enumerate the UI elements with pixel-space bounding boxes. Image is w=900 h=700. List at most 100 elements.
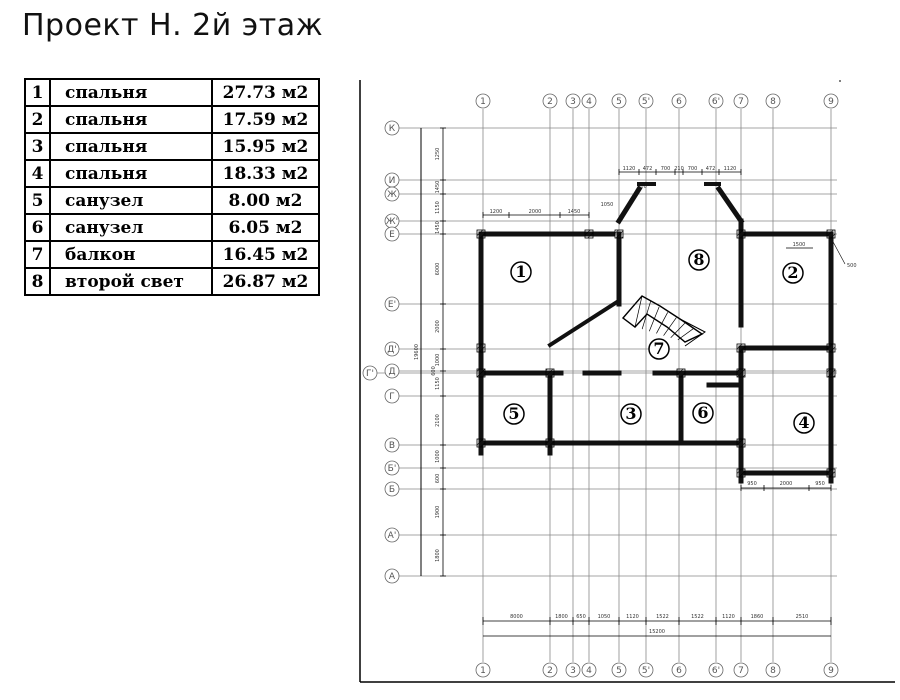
dimension-label: 1450 xyxy=(568,209,581,215)
post xyxy=(736,343,746,353)
axis-bubble-col xyxy=(581,662,597,678)
wall-segment xyxy=(547,299,620,348)
stair-tread xyxy=(641,301,651,330)
dimension-label: 8000 xyxy=(510,614,523,620)
room-marker-label: 5 xyxy=(508,404,519,423)
dimension-label: 6000 xyxy=(435,263,441,276)
axis-bubble-col xyxy=(765,93,781,109)
stair-tread xyxy=(634,295,643,328)
dimension-label: 2000 xyxy=(435,320,441,333)
axis-label-col: 2 xyxy=(547,97,553,107)
axis-bubble-col xyxy=(565,93,581,109)
room-marker-label: 2 xyxy=(787,263,798,282)
axis-bubble-col xyxy=(542,662,558,678)
axis-label-col: 2 xyxy=(547,666,553,676)
axis-label-col: 9 xyxy=(828,666,834,676)
axis-label-row: Ж' xyxy=(386,217,398,227)
post xyxy=(476,368,486,378)
axis-bubbles: 11223344555'5'666'6'778899КИЖЖ'ЕЕ'Д'ДГ'Г… xyxy=(362,93,839,678)
room-marker xyxy=(782,262,804,284)
dimension-label: 1522 xyxy=(691,614,704,620)
axis-bubble-col xyxy=(638,662,654,678)
room-area: 15.95 м2 xyxy=(211,132,320,161)
dimension-label: 2100 xyxy=(435,414,441,427)
dimension-label: 2510 xyxy=(796,614,809,620)
axis-bubble-col xyxy=(823,662,839,678)
room-area: 18.33 м2 xyxy=(211,159,320,188)
axis-bubble-col xyxy=(611,662,627,678)
post xyxy=(476,343,486,353)
axis-bubble-row xyxy=(384,120,400,136)
stair-tread xyxy=(670,322,686,338)
dimension-total-bottom: 15200 xyxy=(649,629,665,635)
stair-tread xyxy=(663,317,677,336)
room-area: 6.05 м2 xyxy=(211,213,320,242)
axis-bubble-row xyxy=(384,481,400,497)
axis-label-col: 9 xyxy=(828,97,834,107)
post xyxy=(826,468,836,478)
axis-bubble-row xyxy=(384,186,400,202)
axis-label-col: 4 xyxy=(586,666,592,676)
axis-bubble-row xyxy=(362,365,378,381)
room-marker xyxy=(692,402,714,424)
room-name: спальня xyxy=(49,132,213,161)
dimension-label: 1050 xyxy=(598,614,611,620)
axis-bubble-row xyxy=(384,226,400,242)
dimension-label: 800 xyxy=(637,184,647,190)
walls xyxy=(476,182,836,484)
dimension-label: 700 xyxy=(661,166,671,172)
post xyxy=(736,438,746,448)
axis-bubble-col xyxy=(671,93,687,109)
dimension-label: 1500 xyxy=(793,242,806,248)
axis-label-col: 1 xyxy=(480,97,486,107)
axis-bubble-col xyxy=(733,93,749,109)
dimension-label: 600 xyxy=(435,474,441,484)
axis-label-row: Е xyxy=(389,230,395,240)
room-marker-label: 6 xyxy=(697,403,708,422)
axis-bubble-row xyxy=(384,437,400,453)
axis-label-row: Г' xyxy=(366,369,374,379)
axis-bubble-col xyxy=(671,662,687,678)
dimension-label: 1000 xyxy=(435,450,441,463)
room-marker xyxy=(503,403,525,425)
axis-label-row: А' xyxy=(388,531,397,541)
dimension-label: 1250 xyxy=(435,148,441,161)
axis-label-col: 5 xyxy=(616,97,622,107)
axis-label-col: 7 xyxy=(738,97,744,107)
axis-label-col: 3 xyxy=(570,97,576,107)
dimension-label: 1450 xyxy=(435,221,441,234)
axis-bubble-col xyxy=(823,93,839,109)
dimension-lines: 1250145011501450600020001000115021001000… xyxy=(414,127,857,637)
dimension-label: 950 xyxy=(747,481,757,487)
room-name: спальня xyxy=(49,159,213,188)
axis-label-row: Б xyxy=(389,485,395,495)
axis-label-col: 8 xyxy=(770,97,776,107)
stair-tread xyxy=(684,333,703,343)
dimension-label: 2000 xyxy=(529,209,542,215)
axis-bubble-row xyxy=(384,341,400,357)
axis-label-col: 1 xyxy=(480,666,486,676)
room-number: 6 xyxy=(24,213,51,242)
dimension-label: 1120 xyxy=(722,614,735,620)
post xyxy=(476,229,486,239)
room-marker-label: 1 xyxy=(515,262,526,281)
drawing-frame xyxy=(359,80,895,683)
axis-label-row: К xyxy=(389,124,396,134)
room-name: второй свет xyxy=(49,267,213,296)
dimension-label: 1120 xyxy=(626,614,639,620)
axis-label-row: Ж xyxy=(387,190,397,200)
axis-label-col: 4 xyxy=(586,97,592,107)
room-marker-label: 7 xyxy=(653,339,664,358)
room-number: 7 xyxy=(24,240,51,269)
dimension-label: 950 xyxy=(815,481,825,487)
wall-segment xyxy=(715,185,745,225)
room-name: санузел xyxy=(49,186,213,215)
room-marker-label: 3 xyxy=(625,404,636,423)
post xyxy=(736,229,746,239)
